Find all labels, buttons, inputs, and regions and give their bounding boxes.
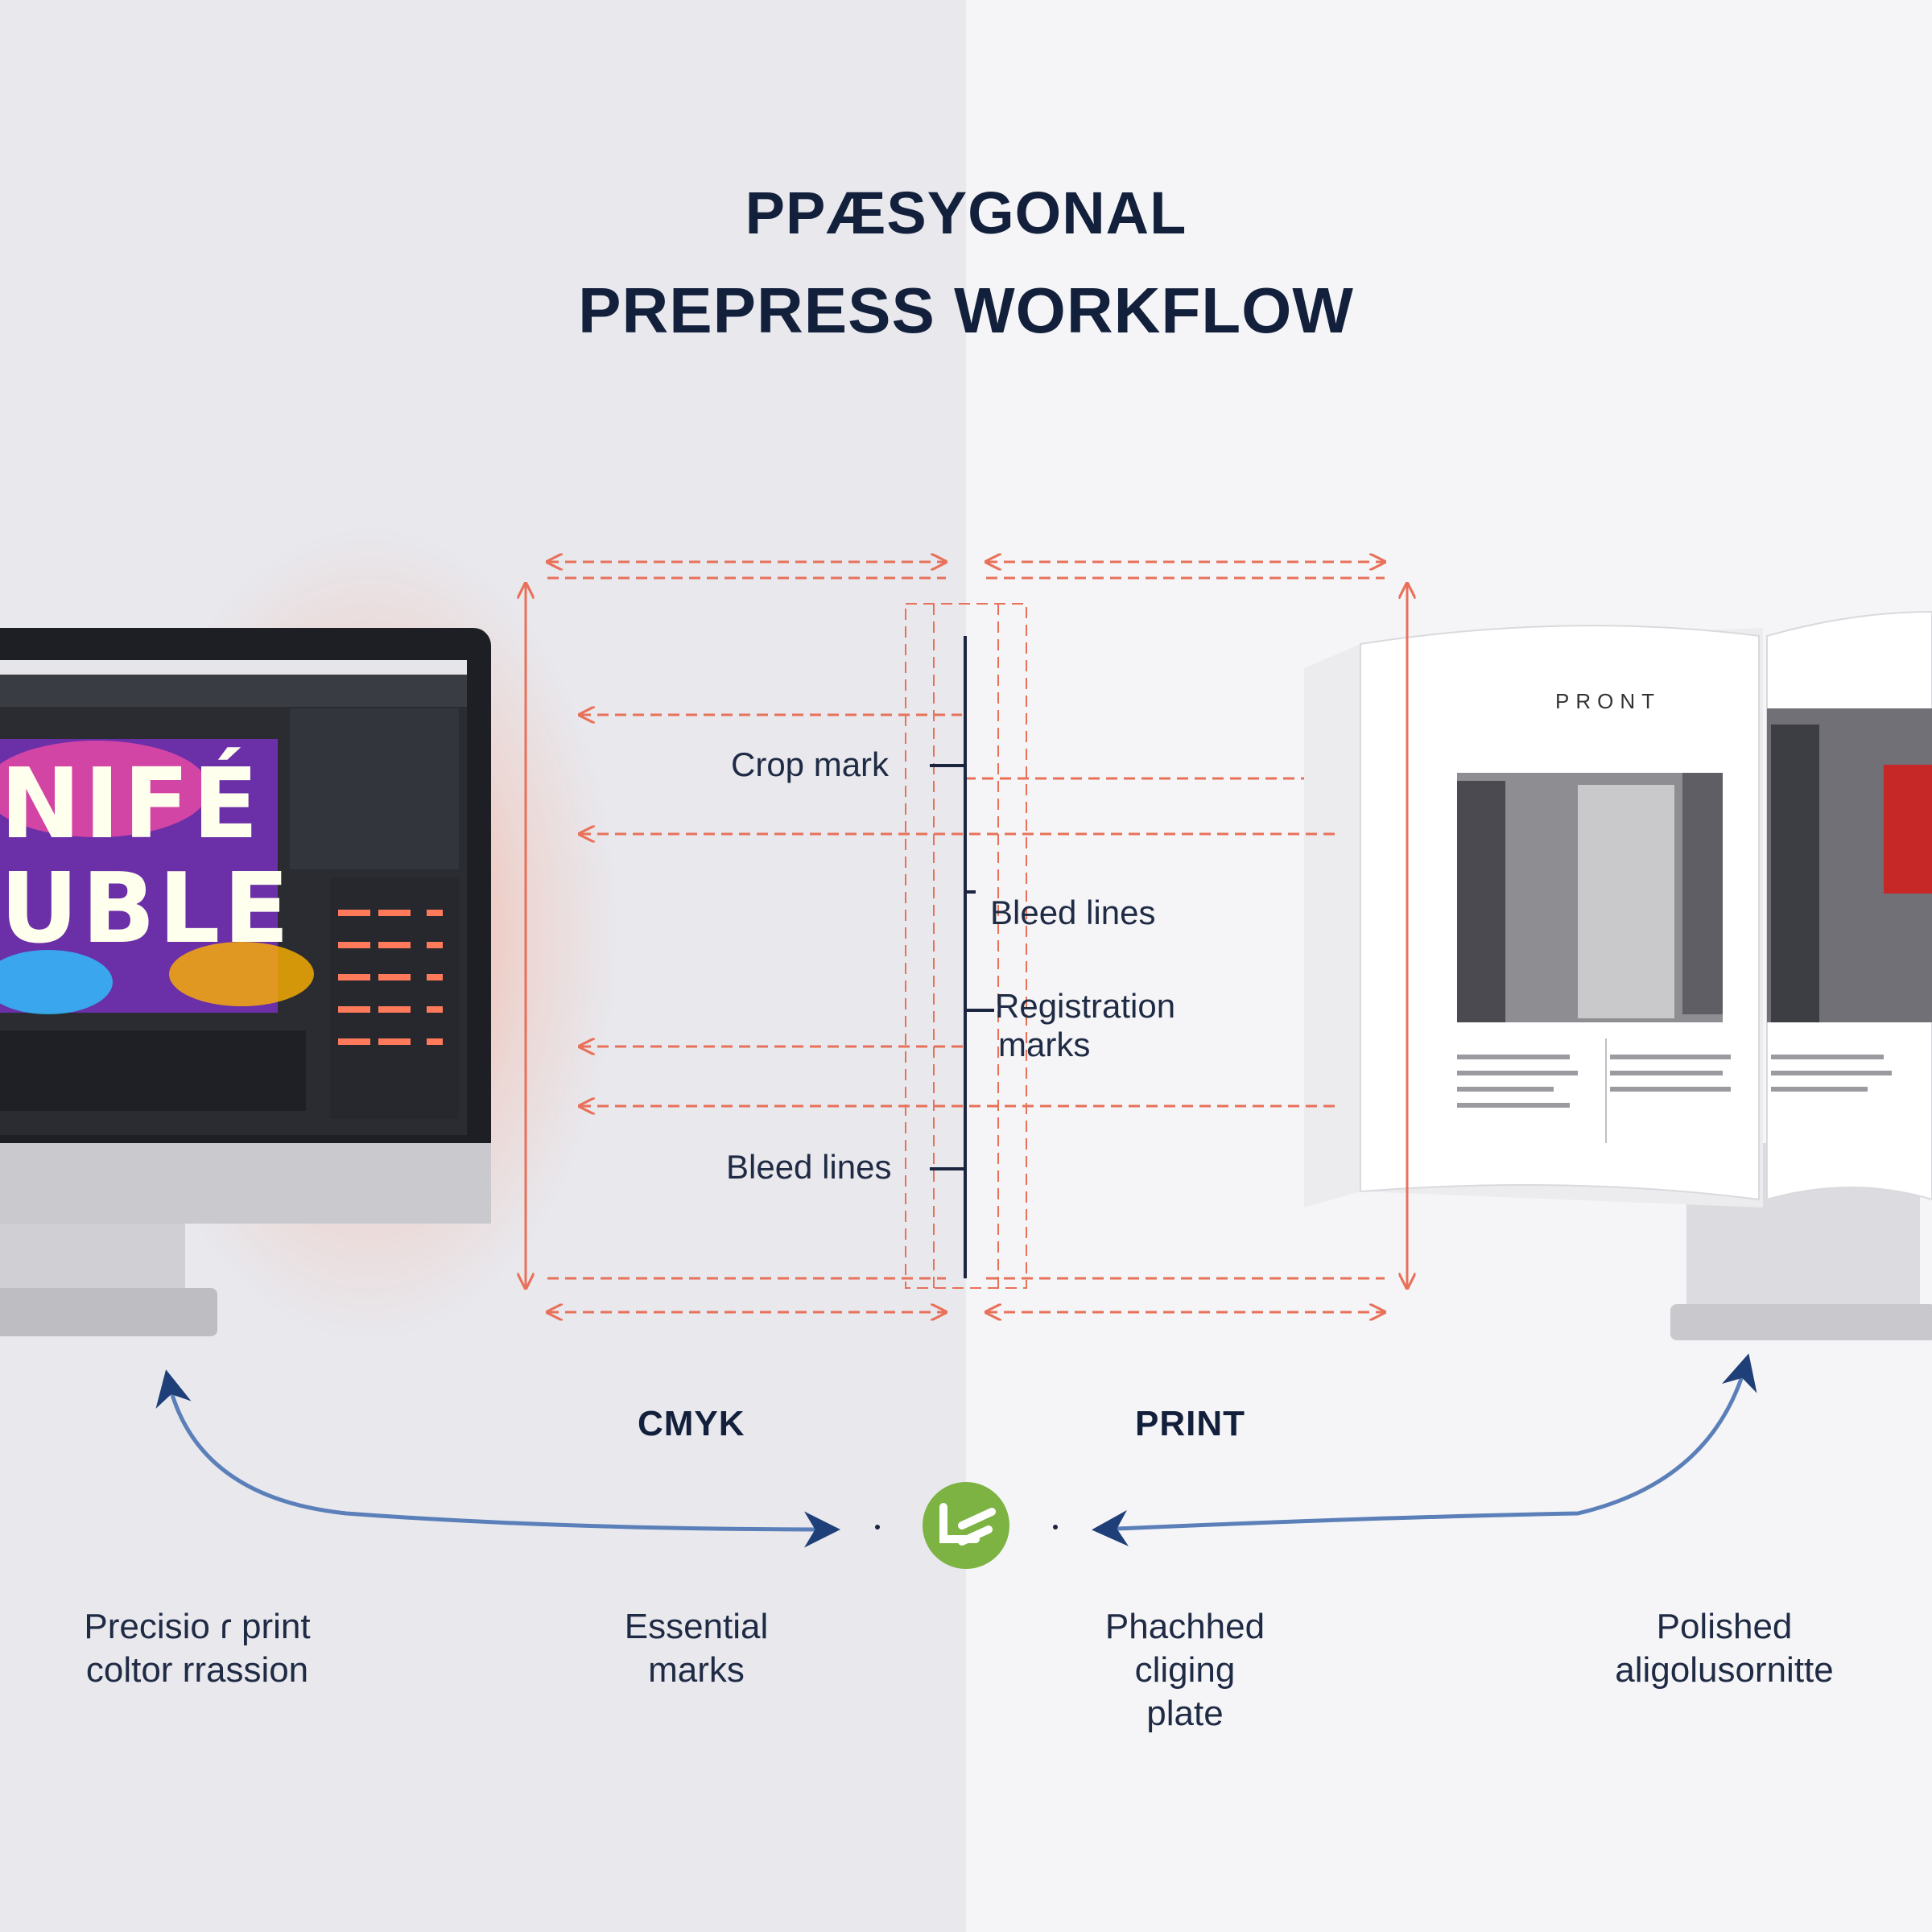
open-book [1304, 610, 1932, 1340]
caption-1: Precisio ɾ print coltor rrassion [28, 1605, 366, 1692]
label-crop-mark: Crop mark [731, 745, 890, 783]
caption-2: Essential marks [527, 1605, 865, 1692]
caption-3-line2: cliging [1134, 1650, 1236, 1690]
monitor [0, 628, 491, 1336]
stage-label-print: PRINT [1135, 1404, 1245, 1443]
caption-4: Polished aligolusornitte [1555, 1605, 1893, 1692]
caption-3-line1: Phachhed [1104, 1607, 1265, 1646]
caption-3-line3: plate [1146, 1694, 1224, 1733]
label-registration-1: Registration [995, 987, 1176, 1025]
book-page-title: PRONT [1555, 689, 1661, 713]
screen-text-line1: NIFÉ [0, 749, 262, 861]
stage-label-cmyk: CMYK [638, 1404, 745, 1443]
caption-2-line1: Essential [624, 1607, 769, 1646]
title-line-2: PREPRESS WORKFLOW [578, 275, 1354, 346]
flow-arrows [155, 1353, 1757, 1548]
screen-text-line2: UBLE [0, 853, 293, 965]
label-registration-2: marks [998, 1026, 1091, 1063]
bleed-guides [526, 562, 1407, 1312]
caption-1-line2: coltor rrassion [85, 1650, 309, 1690]
caption-1-line1: Precisio ɾ print [84, 1607, 311, 1646]
title-line-1: PPÆSYGONAL [745, 180, 1187, 246]
label-bleed-lines-top: Bleed lines [990, 894, 1156, 931]
caption-4-line1: Polished [1656, 1607, 1793, 1646]
caption-4-line2: aligolusornitte [1615, 1650, 1834, 1690]
crop-bracket [930, 636, 994, 1278]
workflow-hub-icon [923, 1482, 1009, 1569]
caption-2-line2: marks [648, 1650, 745, 1690]
label-bleed-lines-bottom: Bleed lines [726, 1148, 892, 1186]
caption-3: Phachhed cliging plate [1016, 1605, 1354, 1736]
